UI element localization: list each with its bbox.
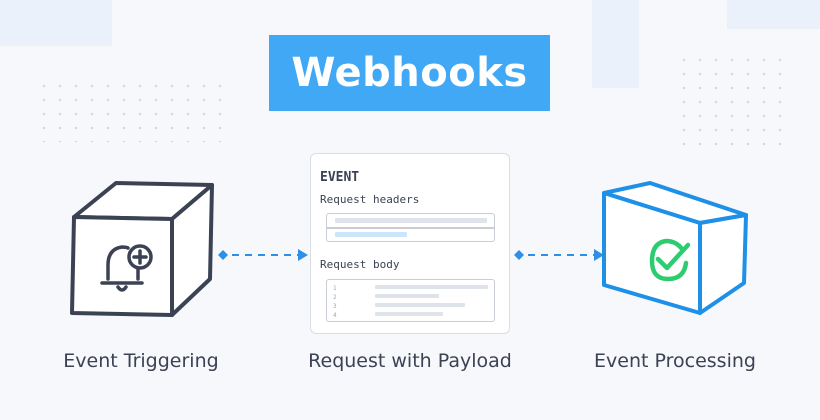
line-number: 3 xyxy=(333,303,337,310)
check-circle-icon xyxy=(649,238,691,282)
bell-plus-icon xyxy=(100,244,153,292)
node-label-event-processing: Event Processing xyxy=(594,350,756,372)
flow-arrow-payload-to-processing xyxy=(514,249,604,261)
decor-block-top-left xyxy=(0,0,112,46)
body-line xyxy=(375,294,439,298)
body-line xyxy=(375,312,443,316)
request-body-panel: 1 2 3 4 xyxy=(326,279,495,322)
decor-block-top-right xyxy=(592,0,639,88)
body-line xyxy=(375,285,488,289)
line-number: 4 xyxy=(333,312,337,319)
request-headers-panel xyxy=(326,213,495,242)
title-banner: Webhooks xyxy=(269,35,550,111)
line-number: 1 xyxy=(333,285,337,292)
node-label-request-with-payload: Request with Payload xyxy=(308,350,512,372)
line-number: 2 xyxy=(333,294,337,301)
processing-cube xyxy=(602,181,748,315)
decor-dots-left xyxy=(40,82,230,142)
body-line xyxy=(375,303,465,307)
payload-heading: EVENT xyxy=(320,170,360,185)
request-body-label: Request body xyxy=(320,258,400,271)
header-line xyxy=(335,218,487,223)
request-headers-label: Request headers xyxy=(320,193,420,206)
decor-dots-right xyxy=(680,56,790,146)
node-label-event-triggering: Event Triggering xyxy=(63,350,219,372)
header-line-highlight xyxy=(335,232,407,237)
page-title: Webhooks xyxy=(291,50,528,96)
payload-card: EVENT Request headers Request body 1 2 3… xyxy=(310,153,510,334)
decor-block-far-right xyxy=(727,0,820,29)
flow-arrow-trigger-to-payload xyxy=(218,249,308,261)
trigger-cube xyxy=(70,181,214,317)
